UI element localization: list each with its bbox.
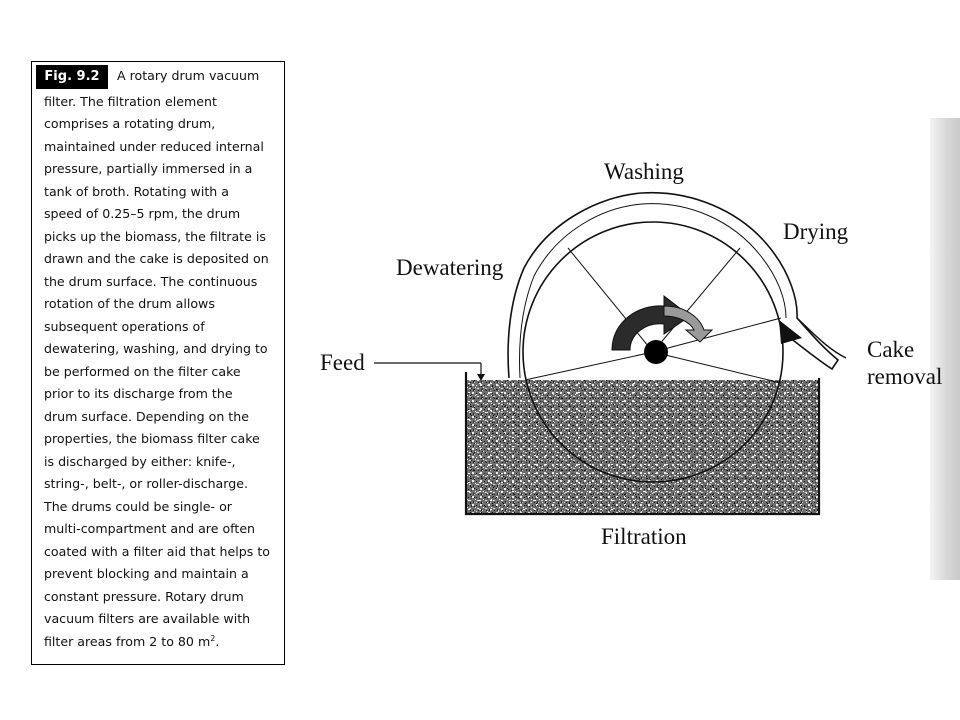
caption-line: maintained under reduced internal [44,139,264,154]
label-removal: removal [867,364,942,389]
caption-line: the drum surface. The continuous [44,274,258,289]
page-edge-shadow [930,118,960,580]
caption-last-line: filter areas from 2 to 80 m2. [44,634,219,649]
caption-line: picks up the biomass, the filtrate is [44,229,266,244]
caption-line: prevent blocking and maintain a [44,566,249,581]
caption-line: drum surface. Depending on the [44,409,249,424]
caption-line: filter. The filtration element [44,94,217,109]
scraper-knife [779,320,802,344]
caption-superscript: 2 [210,634,216,643]
caption-period: . [215,634,220,650]
label-filtration: Filtration [601,524,687,549]
broth-fill [466,380,819,513]
caption-line: The drums could be single- or [44,499,232,514]
caption-line: drawn and the cake is deposited on [44,251,269,266]
caption-line: rotation of the drum allows [44,296,215,311]
caption-line: properties, the biomass filter cake [44,431,260,446]
caption-line: prior to its discharge from the [44,386,233,401]
caption-line: vacuum filters are available with [44,611,251,626]
drum-spokes [524,247,782,384]
tank-walls [464,372,821,516]
cake-removal-strip [796,317,847,359]
caption-line: coated with a filter aid that helps to [44,544,270,559]
rotation-arrow-head [663,305,714,343]
drum-circle [522,221,784,483]
caption-line: dewatering, washing, and drying to [44,341,268,356]
caption-line: tank of broth. Rotating with a [44,184,230,199]
filter-cake-outline [507,191,840,379]
caption-line: A rotary drum vacuum [117,68,260,83]
filter-cake-inner [519,203,787,379]
drum-hub [644,340,668,364]
caption-line: string-, belt-, or roller-discharge. [44,476,248,491]
caption-last-text: filter areas from 2 to 80 m [44,634,211,650]
caption-line: pressure, partially immersed in a [44,161,253,176]
caption-box [31,61,285,665]
caption-line: is discharged by either: knife-, [44,454,236,469]
label-drying: Drying [783,219,849,244]
caption-line: subsequent operations of [44,319,205,334]
caption-line: comprises a rotating drum, [44,116,216,131]
label-washing: Washing [604,159,684,184]
label-dewatering: Dewatering [396,255,504,280]
caption-line: speed of 0.25–5 rpm, the drum [44,206,241,221]
caption-line: multi-compartment and are often [44,521,256,536]
label-feed: Feed [320,350,365,375]
label-cake: Cake [867,337,914,362]
caption-line: constant pressure. Rotary drum [44,589,244,604]
caption-line: be performed on the filter cake [44,364,241,379]
feed-arrow [374,362,485,381]
figure-number-label: Fig. 9.2 [36,65,108,89]
